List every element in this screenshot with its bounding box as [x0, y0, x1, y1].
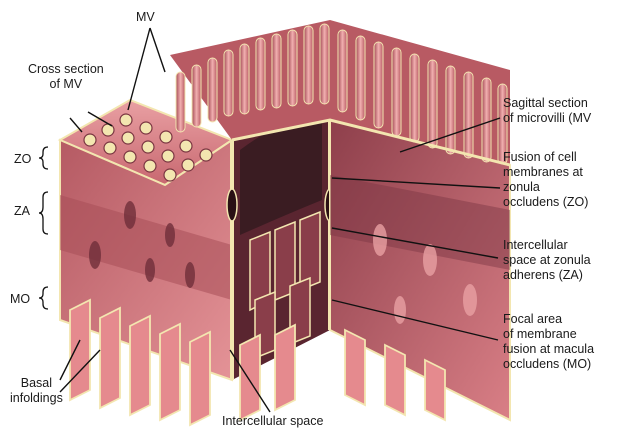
- label-basal-infoldings: Basal infoldings: [10, 376, 63, 406]
- label-sagittal-section: Sagittal section of microvilli (MV: [503, 96, 591, 126]
- zone-brackets: [39, 147, 48, 309]
- label-mo: MO: [10, 292, 30, 307]
- label-focal-mo: Focal area of membrane fusion at macula …: [503, 312, 594, 372]
- label-mv: MV: [136, 10, 155, 25]
- label-zo: ZO: [14, 152, 31, 167]
- label-cross-section-mv: Cross section of MV: [28, 62, 104, 92]
- label-za: ZA: [14, 204, 30, 219]
- label-fusion-zo: Fusion of cell membranes at zonula occlu…: [503, 150, 588, 210]
- label-intercellular-space: Intercellular space: [222, 414, 323, 429]
- label-intercellular-za: Intercellular space at zonula adherens (…: [503, 238, 591, 283]
